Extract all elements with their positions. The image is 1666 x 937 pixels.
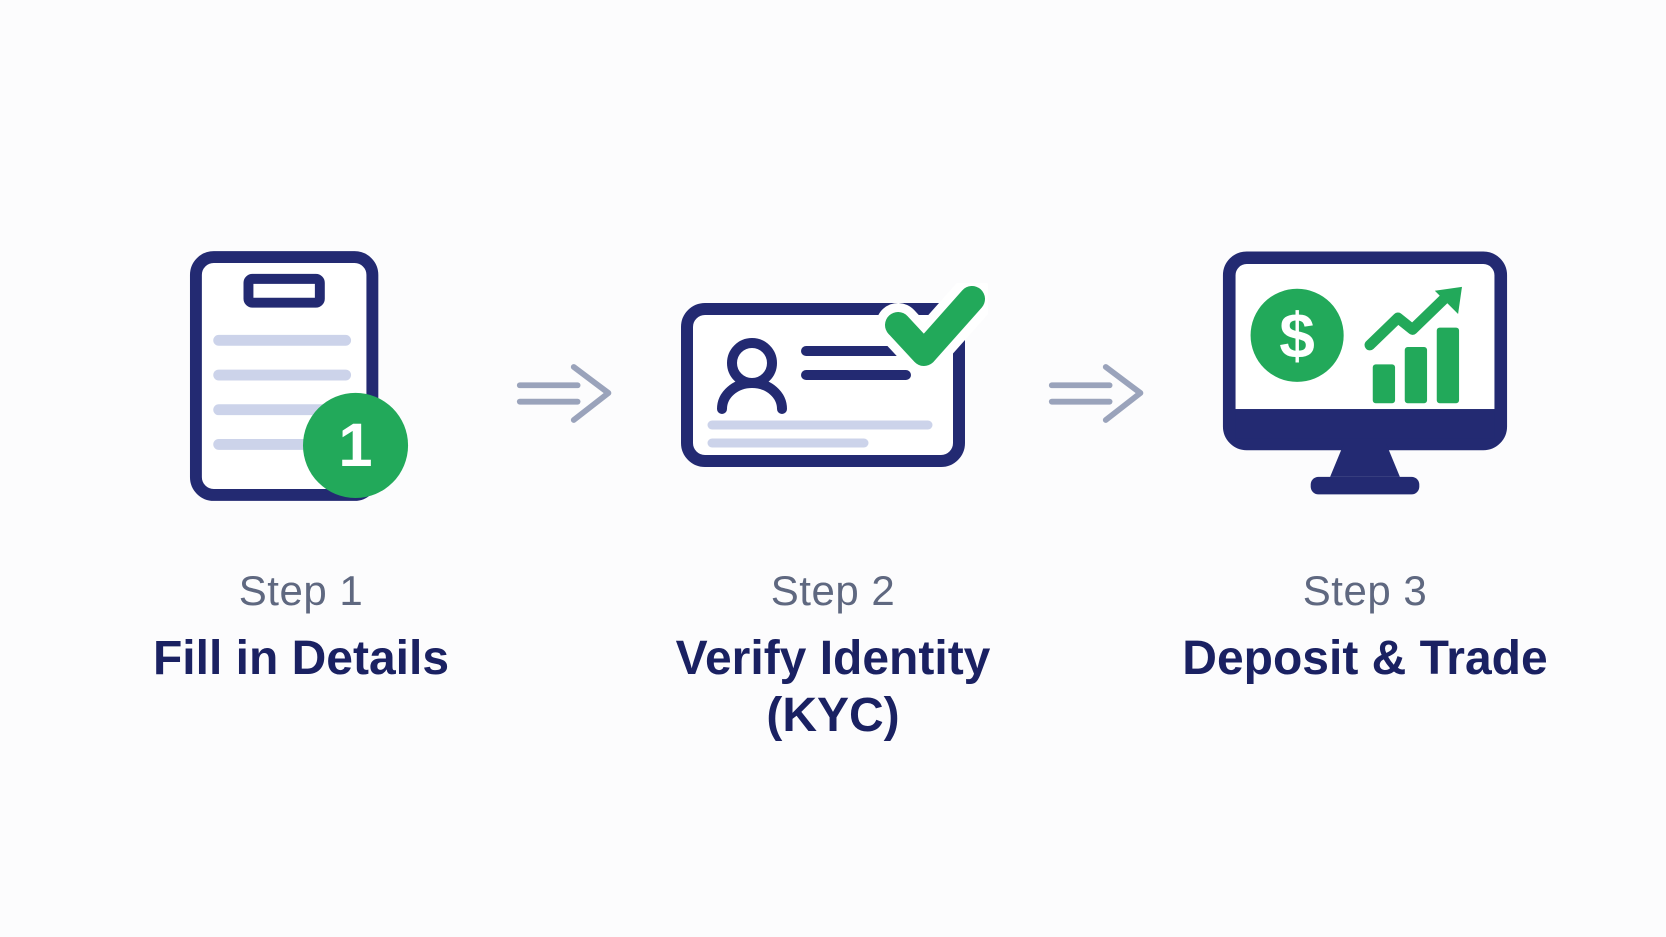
step-number-badge: 1 xyxy=(302,392,409,498)
bar-chart-icon xyxy=(1372,327,1460,403)
monitor-base xyxy=(1310,476,1420,494)
document-text-lines xyxy=(213,334,352,450)
arrow-1-cell xyxy=(511,358,623,428)
arrow-2-cell xyxy=(1043,358,1155,428)
step-1-label: Step 1 xyxy=(238,567,364,614)
dollar-sign: $ xyxy=(1279,299,1315,371)
double-line-arrow-icon xyxy=(1048,364,1144,423)
checkmark-icon xyxy=(876,282,988,375)
step-number-badge-text: 1 xyxy=(338,411,372,480)
growth-arrow-icon xyxy=(1364,286,1462,350)
step-2-title: Verify Identity (KYC) xyxy=(675,632,991,742)
id-card-detail-lines xyxy=(707,420,933,447)
id-card-name-lines xyxy=(801,345,911,380)
dollar-coin-icon: $ xyxy=(1250,288,1344,382)
step-1-title: Fill in Details xyxy=(152,632,450,685)
person-icon xyxy=(717,337,787,414)
document-header-box xyxy=(243,273,325,308)
step-2-label: Step 2 xyxy=(770,567,896,614)
step-3-icon-area: $ xyxy=(1219,250,1511,505)
step-1: 1 Step 1 Fill in Details xyxy=(91,250,511,688)
step-3-label: Step 3 xyxy=(1302,567,1428,614)
monitor-chin-bar xyxy=(1235,408,1495,438)
double-line-arrow-icon xyxy=(516,364,612,423)
step-3: $ Step 3 Deposit & Trade xyxy=(1155,250,1575,688)
step-1-icon-area: 1 xyxy=(187,250,415,505)
steps-flow: 1 Step 1 Fill in Details xyxy=(91,250,1575,744)
step-3-title: Deposit & Trade xyxy=(1182,632,1548,685)
step-2-icon-area xyxy=(678,250,988,505)
document-icon: 1 xyxy=(189,250,409,501)
id-card-check-icon xyxy=(681,282,988,467)
step-2: Step 2 Verify Identity (KYC) xyxy=(623,250,1043,744)
monitor-trading-icon: $ xyxy=(1222,250,1508,494)
monitor-stand xyxy=(1330,443,1400,477)
